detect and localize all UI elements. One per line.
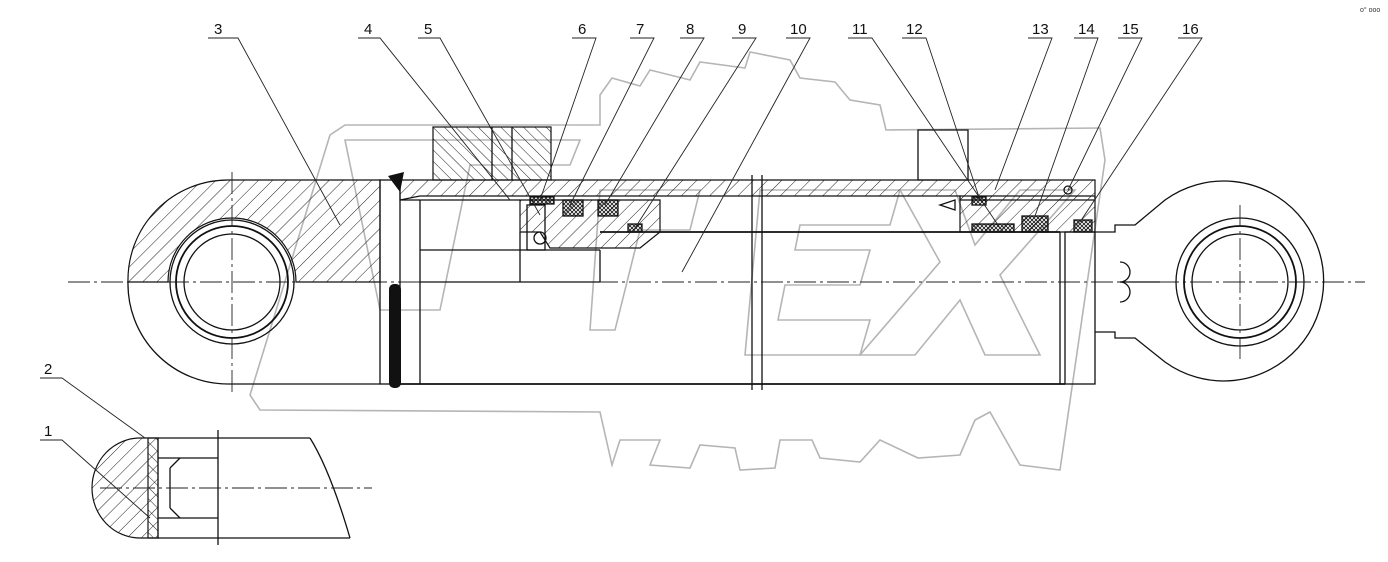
callout-7: 7: [636, 21, 644, 38]
callout-12: 12: [906, 21, 923, 38]
callout-9: 9: [738, 21, 746, 38]
leader-lines: [40, 37, 1203, 519]
callout-5: 5: [424, 21, 432, 38]
callout-14: 14: [1078, 21, 1095, 38]
piston-assembly: [420, 196, 661, 283]
right-rod-eye: [1095, 180, 1325, 382]
callout-15: 15: [1122, 21, 1139, 38]
cylinder-barrel: [399, 126, 1096, 390]
callout-11: 11: [852, 21, 868, 38]
callout-16: 16: [1182, 21, 1199, 38]
callout-8: 8: [686, 21, 694, 38]
callout-4: 4: [364, 21, 372, 38]
grease-nipple: [388, 172, 404, 388]
callout-6: 6: [578, 21, 586, 38]
callout-10: 10: [790, 21, 807, 38]
callout-labels: 1 2 3 4 5 6 7 8 9 10 11 12 13 14 15 16: [44, 21, 1199, 440]
piston-rod: [600, 231, 1096, 385]
callout-3: 3: [214, 21, 222, 38]
callout-13: 13: [1032, 21, 1049, 38]
corner-mark: o° ooo: [1360, 6, 1380, 14]
left-end-cap: [127, 172, 401, 395]
detail-view: [91, 430, 372, 545]
callout-2: 2: [44, 361, 52, 378]
callout-1: 1: [44, 423, 52, 440]
